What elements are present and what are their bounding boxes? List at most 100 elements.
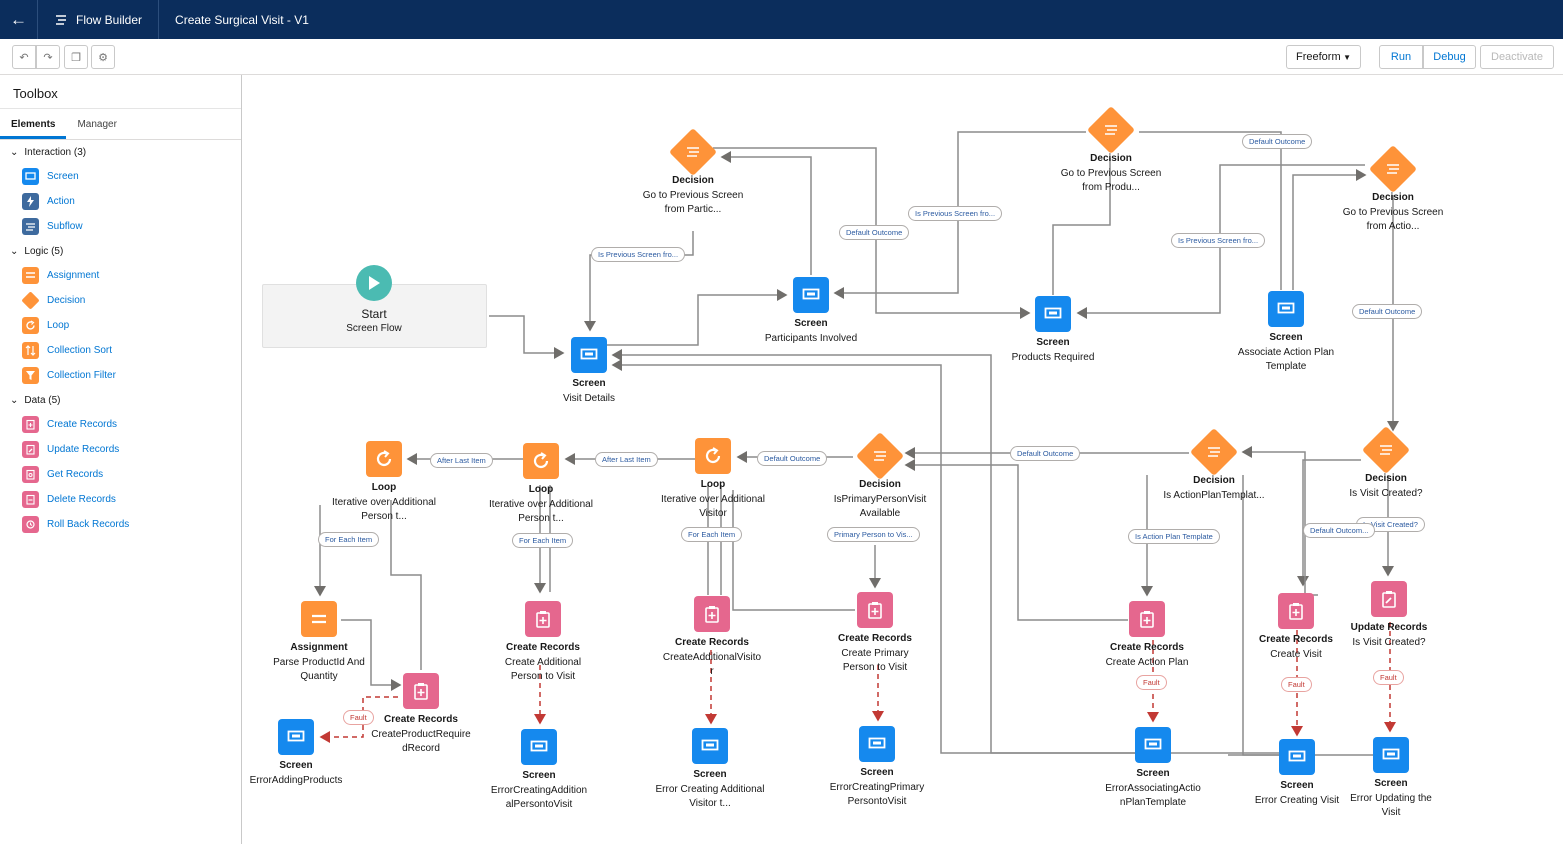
tab-manager[interactable]: Manager	[77, 119, 117, 130]
connector-label[interactable]: For Each Item	[318, 532, 380, 547]
filter-icon	[22, 367, 39, 384]
screen-icon	[859, 726, 895, 762]
connector-label[interactable]: After Last Item	[595, 452, 658, 467]
deactivate-button[interactable]: Deactivate	[1480, 45, 1554, 69]
connector-label[interactable]: Default Outcome	[839, 225, 910, 240]
screen-icon	[793, 277, 829, 313]
canvas-mode-select[interactable]: Freeform ▼	[1286, 45, 1361, 69]
connector-label[interactable]: Default Outcome	[757, 451, 828, 466]
back-button[interactable]: ←	[0, 0, 38, 39]
element-label: Update Records	[47, 444, 120, 455]
fault-label[interactable]: Fault	[1281, 677, 1312, 692]
fault-label[interactable]: Fault	[343, 710, 374, 725]
connector-label[interactable]: Is Previous Screen fro...	[1171, 233, 1266, 248]
node-type: Decision	[1090, 153, 1132, 164]
connector-label[interactable]: Default Outcome	[1010, 446, 1081, 461]
node-type: Start	[361, 307, 387, 321]
start-node[interactable]: Start Screen Flow	[299, 265, 449, 336]
connector-label[interactable]: After Last Item	[430, 453, 493, 468]
node-type: Screen	[572, 378, 606, 389]
flow-title: Create Surgical Visit - V1	[175, 12, 309, 27]
element-label: Action	[47, 196, 75, 207]
element-assignment[interactable]: Assignment	[0, 263, 241, 288]
element-screen[interactable]: Screen	[0, 164, 241, 189]
element-collection-filter[interactable]: Collection Filter	[0, 363, 241, 388]
connector-label[interactable]: Default Outcom...	[1303, 523, 1376, 538]
node-type: Screen	[794, 318, 828, 329]
connector-label[interactable]: Default Outcome	[1352, 304, 1423, 319]
connector-label[interactable]: For Each Item	[512, 533, 574, 548]
connector-label[interactable]: Is Action Plan Template	[1128, 529, 1220, 544]
element-decision[interactable]: Decision	[0, 288, 241, 313]
decision-icon	[21, 291, 40, 310]
element-rollback-records[interactable]: Roll Back Records	[0, 512, 241, 537]
node-label: Error Creating Visit	[1254, 794, 1340, 806]
element-loop[interactable]: Loop	[0, 313, 241, 338]
fault-label[interactable]: Fault	[1373, 670, 1404, 685]
connector-label[interactable]: Default Outcome	[1242, 134, 1313, 149]
debug-button[interactable]: Debug	[1423, 45, 1476, 69]
connector-label[interactable]: For Each Item	[681, 527, 743, 542]
node-label: CreateProductRequiredRecord	[371, 728, 471, 755]
element-create-records[interactable]: Create Records	[0, 412, 241, 437]
section-logic[interactable]: ⌄Logic (5)	[0, 239, 241, 263]
element-action[interactable]: Action	[0, 189, 241, 214]
record-create-icon	[22, 416, 39, 433]
section-interaction[interactable]: ⌄Interaction (3)	[0, 140, 241, 164]
element-subflow[interactable]: Subflow	[0, 214, 241, 239]
copy-button[interactable]: ❐	[64, 45, 88, 69]
decision-icon	[1361, 425, 1411, 475]
element-get-records[interactable]: Get Records	[0, 462, 241, 487]
tab-elements[interactable]: Elements	[0, 109, 67, 139]
run-button[interactable]: Run	[1379, 45, 1423, 69]
section-data[interactable]: ⌄Data (5)	[0, 388, 241, 412]
node-label: Create Additional Person to Visit	[504, 656, 582, 683]
element-collection-sort[interactable]: Collection Sort	[0, 338, 241, 363]
connector-label[interactable]: Primary Person to Vis...	[827, 527, 920, 542]
connector	[1297, 459, 1361, 587]
settings-button[interactable]: ⚙	[91, 45, 115, 69]
element-update-records[interactable]: Update Records	[0, 437, 241, 462]
connector-label[interactable]: Is Previous Screen fro...	[591, 247, 686, 262]
fault-label[interactable]: Fault	[1136, 675, 1167, 690]
undo-button[interactable]: ↶	[12, 45, 36, 69]
element-delete-records[interactable]: Delete Records	[0, 487, 241, 512]
node-type: Create Records	[384, 714, 458, 725]
node-label: Create Visit	[1270, 648, 1322, 660]
node-label: Create Primary Person to Visit	[841, 647, 909, 674]
connector	[611, 349, 1283, 754]
redo-button[interactable]: ↷	[36, 45, 60, 69]
element-label: Delete Records	[47, 494, 116, 505]
assignment-icon	[22, 267, 39, 284]
connector-label[interactable]: Is Previous Screen fro...	[908, 206, 1003, 221]
